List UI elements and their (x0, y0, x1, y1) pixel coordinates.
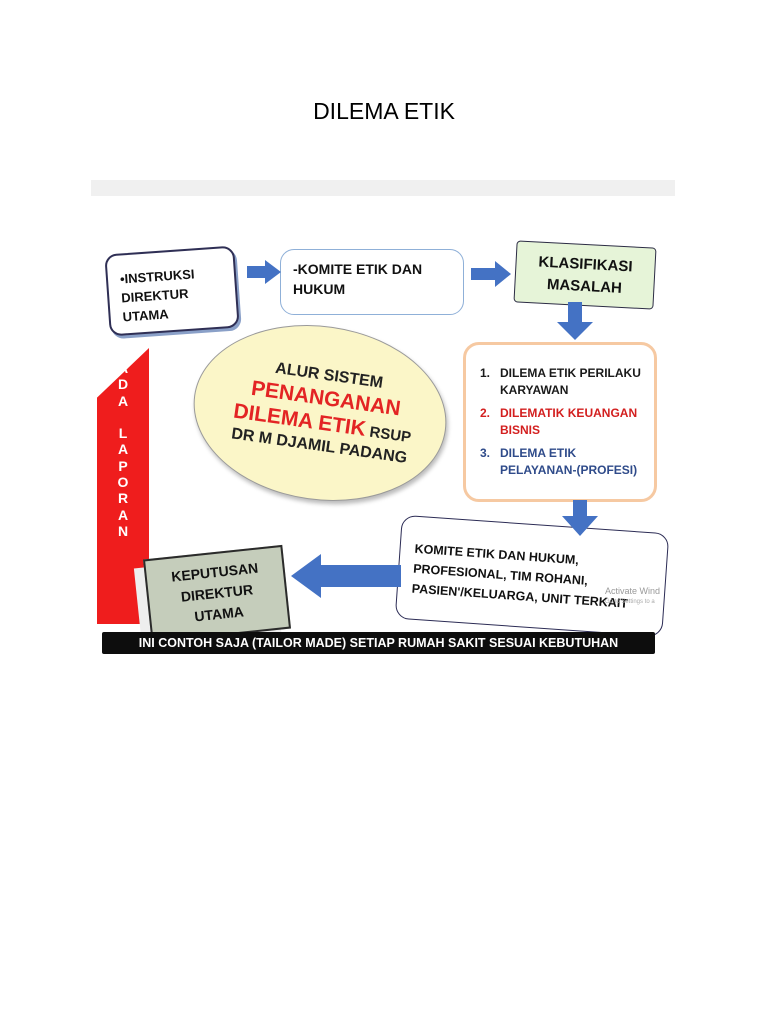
box-jenis-dilema: 1. DILEMA ETIK PERILAKU KARYAWAN 2. DILE… (463, 342, 657, 502)
activate-windows-subtext: Go to Settings to a (605, 599, 655, 605)
flow-arrows (247, 260, 598, 598)
arrow-right-icon (471, 261, 511, 287)
arrow-left-icon (291, 554, 401, 598)
list-item-number: 3. (480, 446, 491, 460)
list-item: 3. DILEMA ETIK PELAYANAN-(PROFESI) (480, 445, 648, 479)
list-item: 1. DILEMA ETIK PERILAKU KARYAWAN (480, 365, 648, 399)
box-komite-etik-hukum: -KOMITE ETIK DAN HUKUM (280, 249, 464, 315)
list-item-text: DILEMA ETIK PERILAKU KARYAWAN (500, 366, 641, 397)
list-item-text: DILEMATIK KEUANGAN BISNIS (500, 406, 638, 437)
page-title: DILEMA ETIK (313, 98, 455, 124)
list-item-text: DILEMA ETIK PELAYANAN-(PROFESI) (500, 446, 638, 477)
side-bar-label: A D A L A P O R A N (117, 360, 129, 539)
bottom-note-bar: INI CONTOH SAJA (TAILOR MADE) SETIAP RUM… (102, 632, 655, 654)
side-bar-ada-laporan (97, 348, 149, 624)
arrow-down-icon (557, 302, 593, 340)
list-item: 2. DILEMATIK KEUANGAN BISNIS (480, 405, 648, 439)
activate-windows-watermark: Activate Wind (605, 586, 661, 596)
arrow-down-icon (562, 500, 598, 536)
figure-top-strip (91, 180, 675, 196)
flow-diagram-figure: A D A L A P O R A N •INSTRUKSI DIREKTUR … (91, 180, 675, 660)
arrow-right-icon (247, 260, 281, 284)
list-item-number: 2. (480, 406, 491, 420)
list-item-number: 1. (480, 366, 491, 380)
